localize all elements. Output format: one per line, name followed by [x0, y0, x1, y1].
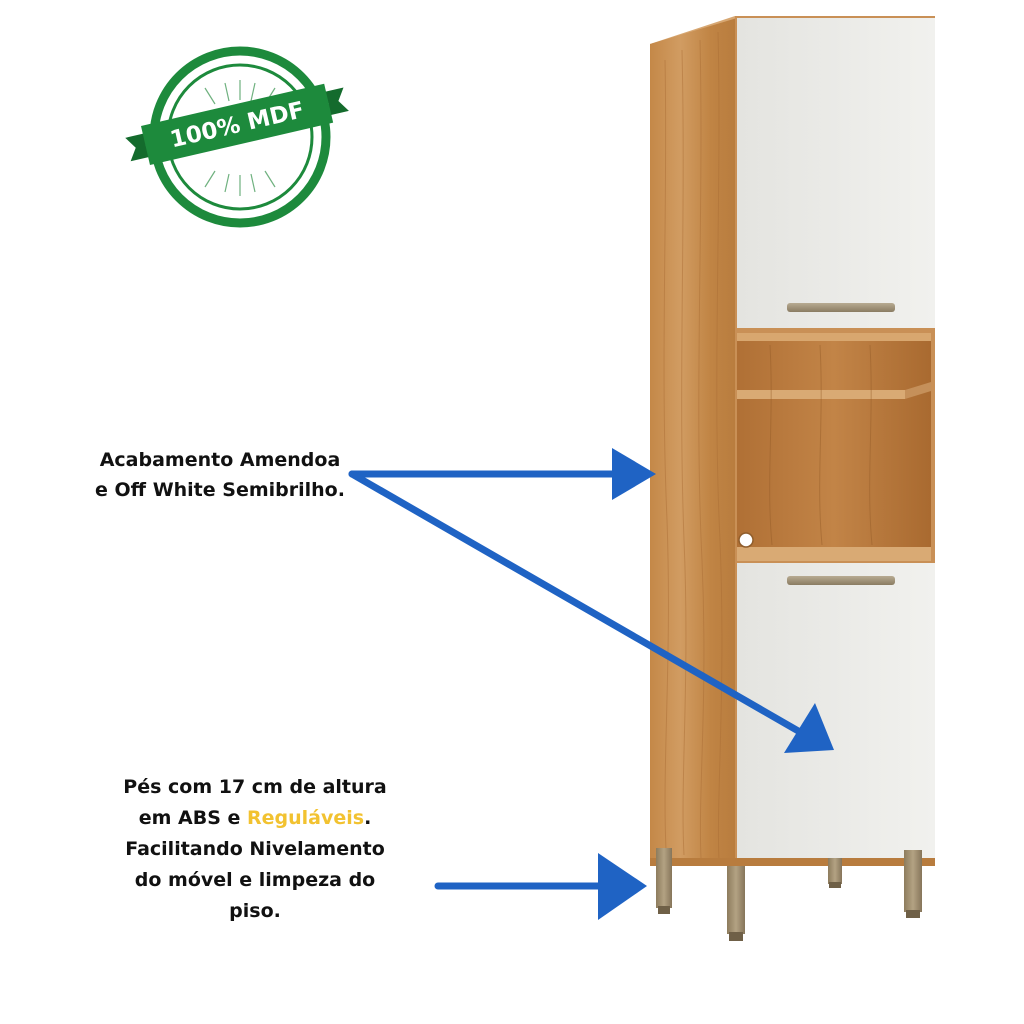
- feet-caption-line-2: em ABS e Reguláveis.: [95, 803, 415, 834]
- feet-caption-line-3: Facilitando Nivelamento: [125, 838, 385, 860]
- feet-caption-line-4: do móvel e limpeza do: [134, 869, 376, 891]
- arrows: [348, 448, 834, 920]
- upper-door-handle: [787, 303, 895, 312]
- wood-grain: [663, 31, 723, 861]
- finish-caption: Acabamento Amendoa e Off White Semibrilh…: [60, 445, 380, 505]
- finish-caption-line-1: Acabamento Amendoa: [99, 449, 341, 471]
- foot-back-right: [828, 858, 842, 884]
- niche-top: [737, 333, 931, 341]
- niche: [737, 333, 931, 559]
- feet-caption-line-2-end: .: [364, 807, 372, 829]
- cabinet-side-panel: [650, 18, 737, 864]
- foot-front-right: [904, 850, 922, 912]
- feet-caption-line-5: piso.: [229, 900, 281, 922]
- foot-front-left: [727, 866, 745, 934]
- stamp-ribbon: [140, 83, 334, 165]
- lower-door-handle: [787, 576, 895, 585]
- arrow-icon: [434, 853, 647, 920]
- cabinet-feet: [656, 848, 922, 941]
- stamp-rays: [204, 80, 276, 196]
- feet-caption-line-1: Pés com 17 cm de altura: [123, 776, 387, 798]
- stamp-badge: 100% MDF: [125, 46, 349, 228]
- arrow-icon: [348, 448, 656, 500]
- cabinet: [650, 16, 935, 866]
- feet-caption-line-2-start: em ABS e: [138, 807, 247, 829]
- highlight-word: Reguláveis: [247, 807, 365, 829]
- feet-caption: Pés com 17 cm de altura em ABS e Reguláv…: [95, 772, 415, 927]
- upper-door: [737, 18, 935, 328]
- niche-bottom: [737, 547, 931, 561]
- finish-caption-line-2: e Off White Semibrilho.: [95, 479, 345, 501]
- arrow-icon: [348, 470, 834, 753]
- cable-hole: [738, 532, 754, 548]
- foot-back-left: [656, 848, 672, 908]
- niche-shelf: [737, 390, 905, 399]
- cabinet-base: [650, 858, 935, 866]
